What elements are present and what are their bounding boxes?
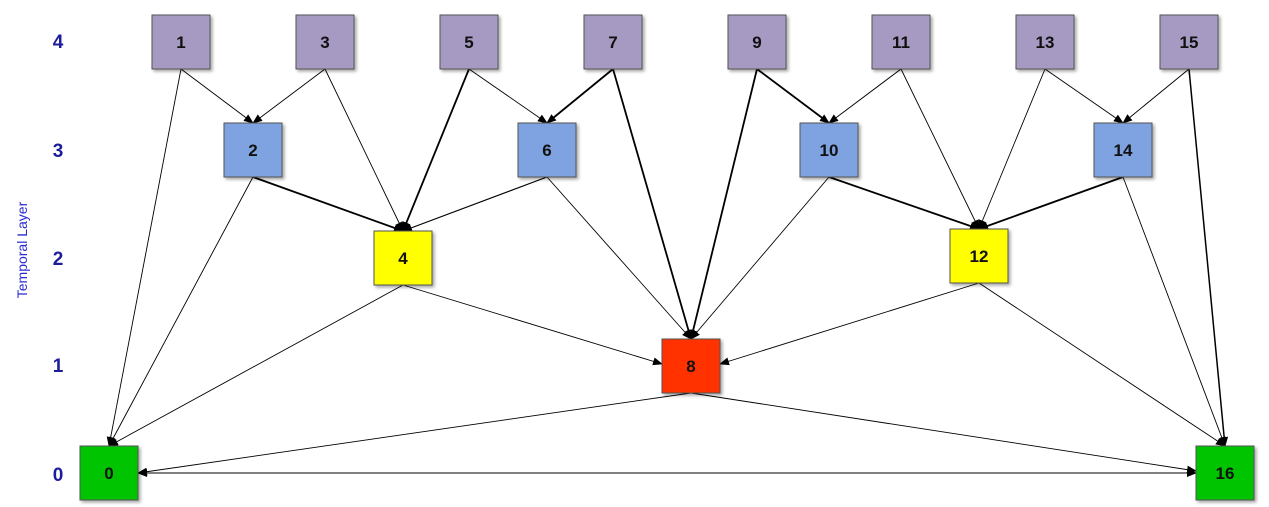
reference-arrow-3-to-4 xyxy=(324,68,404,232)
frame-5: 5 xyxy=(439,14,499,70)
layer-label-2: 2 xyxy=(53,249,64,270)
frame-box-6 xyxy=(517,122,577,178)
temporal-layer-axis-title: Temporal Layer xyxy=(14,201,30,298)
frame-9: 9 xyxy=(727,14,787,70)
reference-arrow-5-to-6 xyxy=(468,68,548,124)
frame-box-12 xyxy=(949,228,1009,284)
frame-6: 6 xyxy=(517,122,577,178)
reference-arrow-7-to-6 xyxy=(546,68,614,124)
frame-label-10: 10 xyxy=(820,141,839,160)
reference-arrow-14-to-12 xyxy=(978,176,1124,230)
reference-arrow-2-to-0 xyxy=(108,176,254,447)
frame-box-14 xyxy=(1093,122,1153,178)
reference-arrow-2-to-4 xyxy=(252,176,404,232)
reference-arrow-9-to-8 xyxy=(689,68,758,340)
frame-label-6: 6 xyxy=(542,141,551,160)
reference-arrow-4-to-0 xyxy=(108,284,404,447)
layer-label-0: 0 xyxy=(53,465,64,486)
reference-arrow-15-to-16 xyxy=(1188,68,1229,447)
frame-label-5: 5 xyxy=(464,33,473,52)
reference-arrow-4-to-8 xyxy=(402,284,663,366)
frame-box-0 xyxy=(79,445,139,501)
frame-8: 8 xyxy=(661,338,721,394)
frame-label-1: 1 xyxy=(176,33,185,52)
frame-15: 15 xyxy=(1159,14,1219,70)
frame-2: 2 xyxy=(223,122,283,178)
frame-12: 12 xyxy=(949,228,1009,284)
reference-arrow-12-to-16 xyxy=(978,282,1226,447)
reference-arrow-9-to-10 xyxy=(756,68,830,124)
frame-label-12: 12 xyxy=(970,247,989,266)
frame-label-15: 15 xyxy=(1180,33,1199,52)
reference-arrow-11-to-12 xyxy=(900,68,980,230)
reference-arrow-14-to-16 xyxy=(1122,176,1226,447)
frame-7: 7 xyxy=(583,14,643,70)
reference-arrow-13-to-14 xyxy=(1044,68,1124,124)
frame-label-7: 7 xyxy=(608,33,617,52)
frame-13: 13 xyxy=(1015,14,1075,70)
reference-arrow-6-to-8 xyxy=(546,176,692,340)
frame-label-4: 4 xyxy=(398,249,408,268)
frame-box-4 xyxy=(373,230,433,286)
frame-4: 4 xyxy=(373,230,433,286)
reference-arrow-12-to-8 xyxy=(719,282,980,366)
frame-16: 16 xyxy=(1195,445,1255,501)
frame-label-0: 0 xyxy=(104,464,113,483)
reference-arrows xyxy=(106,68,1229,477)
reference-arrow-8-to-0 xyxy=(137,392,692,476)
reference-arrow-15-to-14 xyxy=(1122,68,1190,124)
frame-box-3 xyxy=(295,14,355,70)
frame-box-16 xyxy=(1195,445,1255,501)
reference-arrow-6-to-4 xyxy=(402,176,548,232)
frame-box-11 xyxy=(871,14,931,70)
reference-arrow-1-to-0 xyxy=(106,68,182,447)
frame-box-5 xyxy=(439,14,499,70)
frame-label-3: 3 xyxy=(320,33,329,52)
frame-box-8 xyxy=(661,338,721,394)
frame-box-15 xyxy=(1159,14,1219,70)
frame-0: 0 xyxy=(79,445,139,501)
frame-1: 1 xyxy=(151,14,211,70)
frame-label-13: 13 xyxy=(1036,33,1055,52)
layer-label-1: 1 xyxy=(53,356,64,377)
frame-label-14: 14 xyxy=(1114,141,1133,160)
layer-labels: 4 3 2 1 0 xyxy=(53,32,64,486)
layer-label-4: 4 xyxy=(53,32,64,53)
frame-box-2 xyxy=(223,122,283,178)
frame-box-7 xyxy=(583,14,643,70)
reference-arrow-11-to-10 xyxy=(828,68,902,124)
reference-arrow-10-to-8 xyxy=(690,176,830,340)
frame-10: 10 xyxy=(799,122,859,178)
reference-arrow-10-to-12 xyxy=(828,176,980,230)
layer-label-3: 3 xyxy=(53,141,64,162)
frame-14: 14 xyxy=(1093,122,1153,178)
reference-arrow-3-to-2 xyxy=(252,68,326,124)
frame-label-2: 2 xyxy=(248,141,257,160)
reference-arrow-7-to-8 xyxy=(612,68,693,340)
frame-label-11: 11 xyxy=(892,33,910,52)
reference-arrow-5-to-4 xyxy=(402,68,470,232)
frame-box-1 xyxy=(151,14,211,70)
reference-arrow-13-to-12 xyxy=(978,68,1046,230)
frame-11: 11 xyxy=(871,14,931,70)
frame-box-9 xyxy=(727,14,787,70)
frame-label-8: 8 xyxy=(686,357,695,376)
frame-label-16: 16 xyxy=(1216,464,1235,483)
reference-arrow-1-to-2 xyxy=(180,68,254,124)
frame-label-9: 9 xyxy=(752,33,761,52)
frame-box-10 xyxy=(799,122,859,178)
reference-arrow-8-to-16 xyxy=(690,392,1197,474)
frame-box-13 xyxy=(1015,14,1075,70)
frame-3: 3 xyxy=(295,14,355,70)
